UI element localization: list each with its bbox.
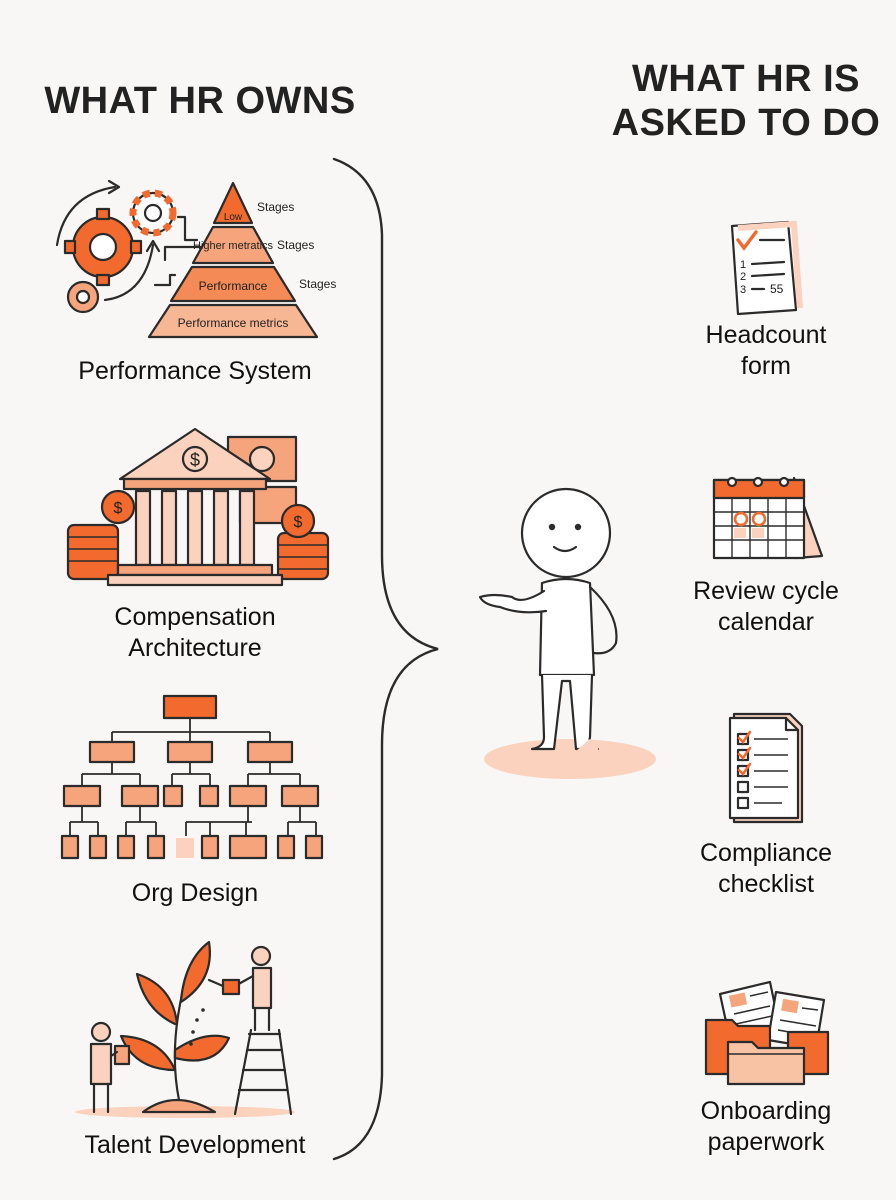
growing-plant-icon bbox=[75, 940, 295, 1118]
pyramid-tier-label: Higher metratics bbox=[193, 240, 274, 252]
form-row-number: 1 bbox=[740, 259, 746, 271]
small-gear-icon bbox=[129, 189, 177, 237]
large-gear-icon bbox=[63, 207, 143, 287]
stick-figure-icon bbox=[478, 487, 656, 779]
owns-label-performance-system: Performance System bbox=[78, 357, 312, 385]
calendar-icon bbox=[712, 476, 824, 560]
gears-pyramid-icon: Low Higher metratics Performance Perform… bbox=[55, 179, 336, 339]
curly-brace-icon bbox=[332, 157, 439, 1161]
org-chart-icon bbox=[60, 694, 324, 860]
coin-currency-symbol: $ bbox=[114, 500, 123, 517]
asked-label-onboarding-paperwork: Onboarding paperwork bbox=[700, 1097, 832, 1156]
bank-currency-symbol: $ bbox=[190, 450, 200, 470]
left-column-heading: WHAT HR OWNS bbox=[44, 80, 356, 122]
asked-label-review-cycle-calendar: Review cycle calendar bbox=[693, 577, 839, 636]
pyramid-stage-label: Stages bbox=[299, 277, 336, 291]
pyramid-stage-label: Stages bbox=[257, 200, 294, 214]
owns-label-compensation-architecture: Compensation Architecture bbox=[114, 603, 276, 662]
tiny-gear-icon bbox=[66, 280, 100, 314]
form-value: 55 bbox=[770, 282, 784, 296]
pyramid-stage-label: Stages bbox=[277, 238, 314, 252]
pyramid-tier-label: Performance metrics bbox=[178, 316, 289, 330]
asked-label-headcount-form: Headcount form bbox=[705, 321, 827, 380]
checklist-icon bbox=[728, 712, 804, 824]
pyramid-diagram: Low Higher metratics Performance Perform… bbox=[147, 181, 336, 339]
coin-currency-symbol: $ bbox=[294, 514, 303, 531]
right-column-heading: WHAT HR IS ASKED TO DO bbox=[611, 58, 881, 144]
bank-money-icon: $ $ $ bbox=[66, 427, 330, 587]
owns-label-org-design: Org Design bbox=[131, 879, 259, 907]
owns-label-talent-development: Talent Development bbox=[84, 1131, 306, 1159]
pyramid-tier-label: Low bbox=[224, 212, 243, 223]
pyramid-tier-label: Performance bbox=[199, 279, 268, 293]
form-row-number: 2 bbox=[740, 271, 746, 283]
folders-icon bbox=[704, 980, 830, 1086]
form-row-number: 3 bbox=[740, 284, 746, 296]
asked-label-compliance-checklist: Compliance checklist bbox=[699, 839, 832, 898]
form-icon: 1 2 3 55 bbox=[730, 220, 803, 316]
